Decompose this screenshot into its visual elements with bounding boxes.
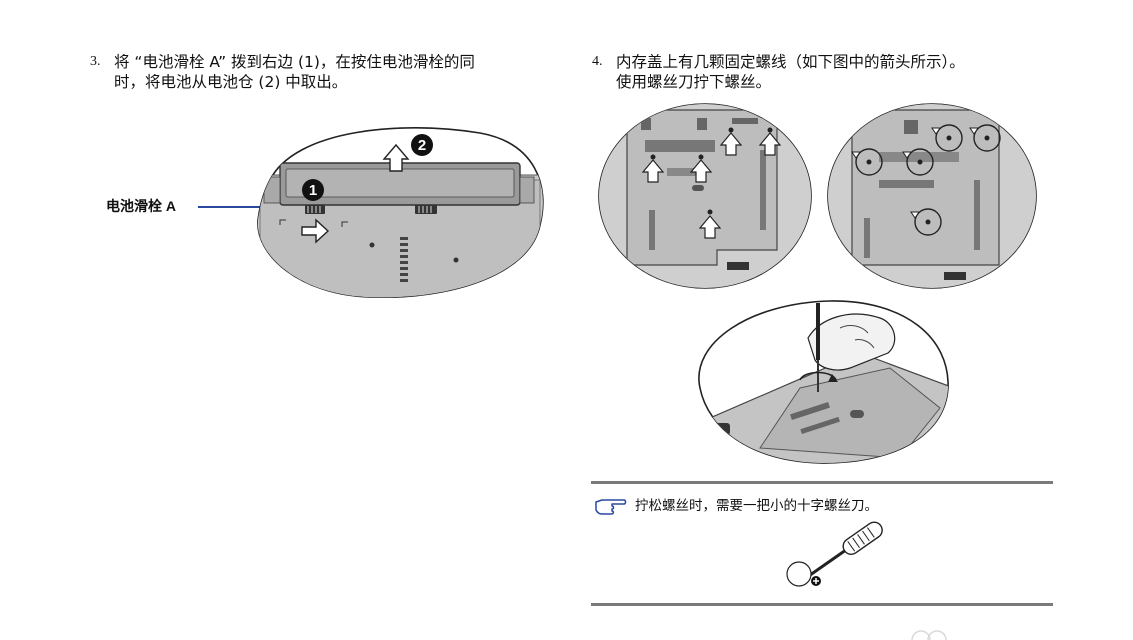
step-4-line-2: 使用螺丝刀拧下螺丝。: [616, 73, 772, 91]
step-4-line-1: 内存盖上有几颗固定螺线（如下图中的箭头所示）。: [616, 53, 965, 71]
step-4-number: 4.: [592, 54, 603, 69]
watermark-logo-icon: [911, 630, 947, 640]
battery-removal-illustration: 1 2: [257, 127, 544, 299]
note-box: 拧松螺丝时，需要一把小的十字螺丝刀。: [591, 481, 1053, 606]
memory-cover-unscrew-illustration: [827, 103, 1037, 289]
svg-text:1: 1: [309, 182, 317, 199]
step-3: 3. 将 “电池滑栓 A” 拨到右边 (1)，在按住电池滑栓的同 时，将电池从电…: [90, 52, 475, 92]
phillips-screwdriver-icon: [786, 521, 883, 587]
step-4: 4. 内存盖上有几颗固定螺线（如下图中的箭头所示）。 使用螺丝刀拧下螺丝。: [592, 52, 965, 92]
memory-cover-screw-arrows-illustration: [598, 103, 812, 289]
step-3-line-2: 时，将电池从电池仓 (2) 中取出。: [114, 73, 348, 91]
callout-1: 1: [302, 179, 324, 201]
svg-text:2: 2: [418, 137, 426, 154]
latch-leader-line: [198, 206, 291, 208]
note-text: 拧松螺丝时，需要一把小的十字螺丝刀。: [635, 498, 878, 514]
battery-latch-label: 电池滑栓 A: [106, 198, 176, 214]
step-3-line-1: 将 “电池滑栓 A” 拨到右边 (1)，在按住电池滑栓的同: [114, 53, 475, 71]
screwdriver-hand-illustration: [698, 300, 949, 464]
step-3-number: 3.: [90, 54, 101, 69]
pointing-hand-icon: [595, 499, 627, 515]
callout-2: 2: [411, 134, 433, 156]
